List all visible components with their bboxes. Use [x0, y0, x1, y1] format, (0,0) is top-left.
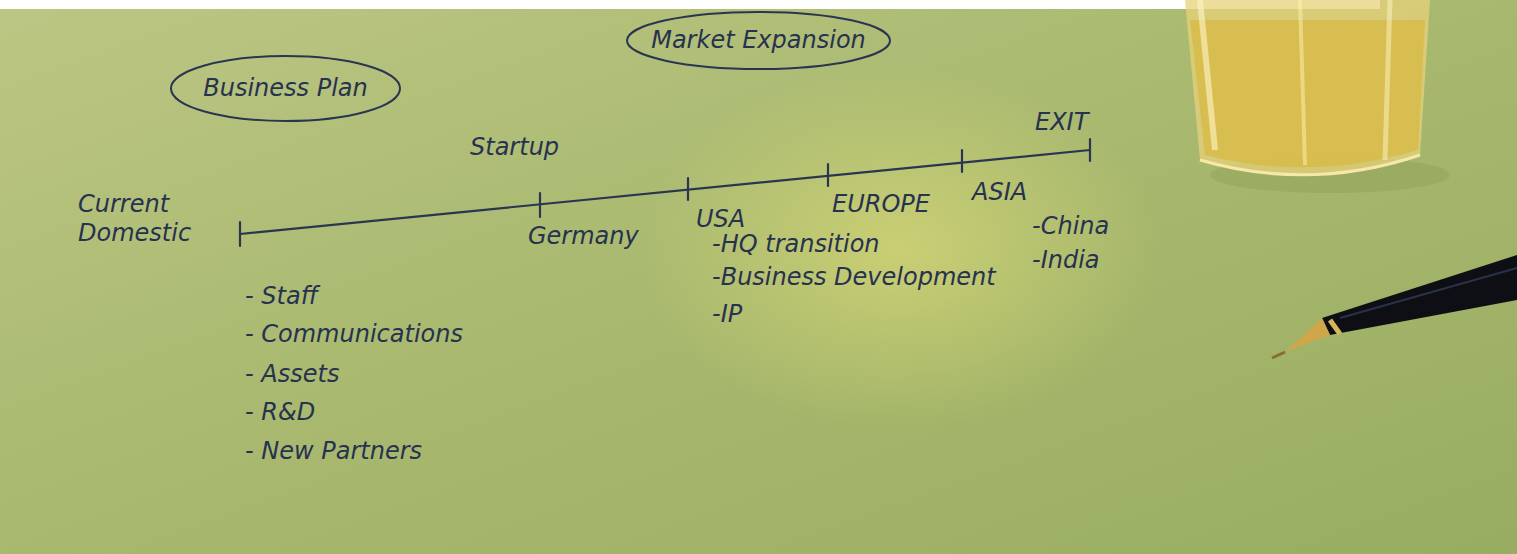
handwritten-label: -HQ transition — [712, 230, 880, 259]
handwritten-label: EUROPE — [832, 190, 930, 219]
timeline-tick — [961, 150, 963, 172]
handwritten-label: - Staff — [245, 282, 318, 311]
handwritten-label: -IP — [712, 300, 742, 329]
timeline-tick — [827, 164, 829, 186]
handwritten-label: EXIT — [1035, 108, 1088, 137]
handwritten-label: - R&D — [245, 398, 315, 427]
ellipse-note: Business Plan — [169, 54, 402, 123]
handwritten-label: ASIA — [972, 178, 1027, 207]
timeline-tick — [539, 193, 541, 217]
timeline-tick — [687, 178, 689, 200]
paper-edge — [0, 0, 1380, 9]
handwritten-label: -Business Development — [712, 263, 996, 292]
ellipse-text: Market Expansion — [625, 26, 892, 55]
handwritten-label: Current Domestic — [78, 190, 228, 248]
fountain-pen-illustration — [1272, 255, 1517, 358]
timeline-tick — [239, 222, 241, 246]
timeline-tick — [1089, 139, 1091, 161]
handwritten-label: - Communications — [245, 320, 463, 349]
handwritten-label: Startup — [470, 133, 559, 162]
timeline-line — [240, 150, 1090, 234]
glass-illustration — [1185, 0, 1450, 193]
handwritten-label: -India — [1032, 246, 1100, 275]
handwritten-label: Germany — [528, 222, 639, 251]
ellipse-text: Business Plan — [169, 74, 402, 103]
handwritten-label: -China — [1032, 212, 1109, 241]
handwritten-label: USA — [696, 205, 745, 234]
ellipse-note: Market Expansion — [625, 10, 892, 71]
handwritten-label: - New Partners — [245, 437, 422, 466]
handwritten-label: - Assets — [245, 360, 339, 389]
